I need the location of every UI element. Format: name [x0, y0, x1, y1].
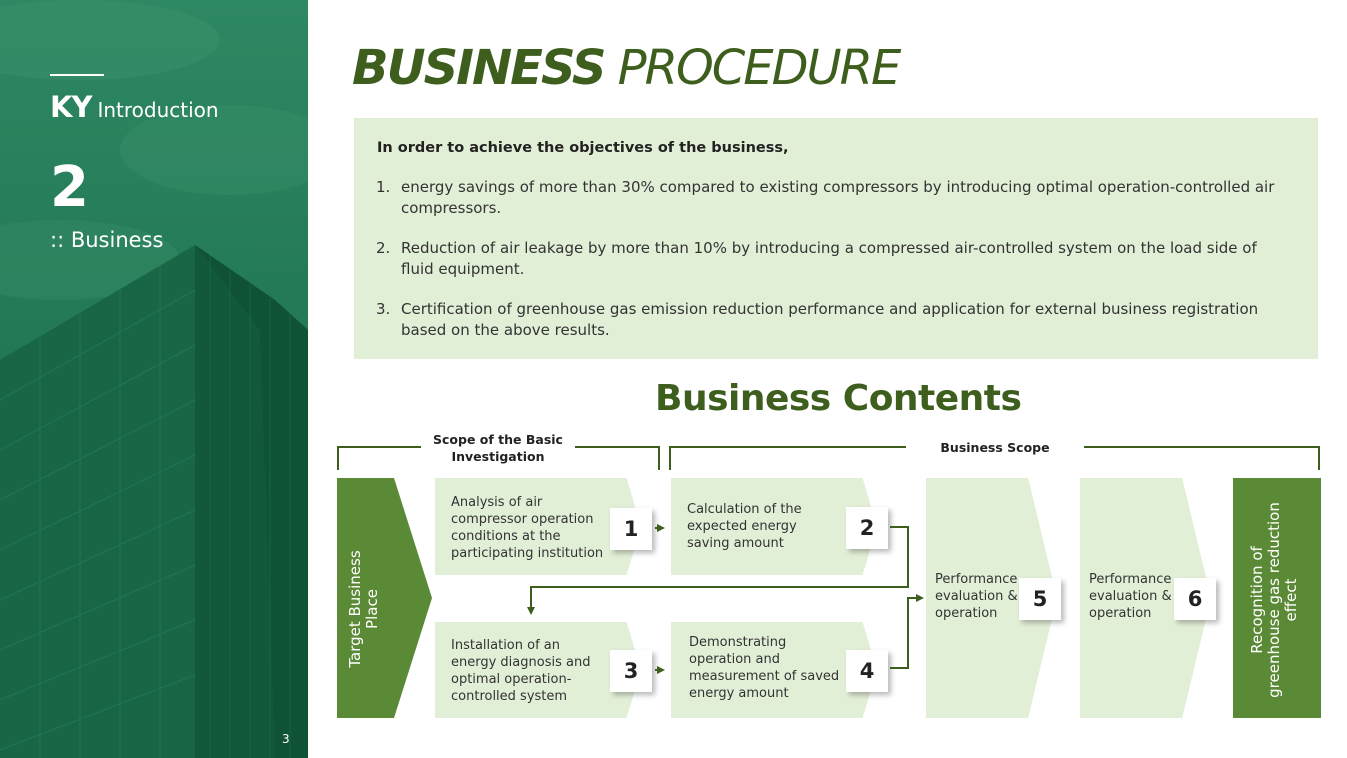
section-label: :: Business — [50, 228, 164, 252]
step-3-badge: 3 — [610, 650, 652, 692]
step-2-badge: 2 — [846, 507, 888, 549]
objective-text: Reduction of air leakage by more than 10… — [401, 239, 1257, 278]
step-1-text: Analysis of air compressor operation con… — [451, 495, 604, 561]
step-5-text: Performance evaluation & operation — [935, 572, 1018, 621]
section-number: 2 — [50, 155, 89, 220]
step-1-badge: 1 — [610, 508, 652, 550]
page-title-bold: BUSINESS — [352, 40, 606, 96]
step-3-box — [435, 622, 641, 718]
objective-text: energy savings of more than 30% compared… — [401, 178, 1275, 217]
page-number: 3 — [282, 732, 290, 746]
objectives-box: In order to achieve the objectives of th… — [354, 118, 1318, 359]
step-6-text: Performance evaluation & operation — [1089, 572, 1172, 621]
bracket-basic-left — [337, 446, 421, 448]
objective-item: 2. Reduction of air leakage by more than … — [376, 238, 1286, 280]
brand-logo: KY — [50, 90, 92, 124]
objective-number: 1. — [376, 178, 391, 196]
step-3-text: Installation of an energy diagnosis and … — [451, 638, 591, 704]
step-5-badge: 5 — [1019, 578, 1061, 620]
contents-title: Business Contents — [655, 378, 1022, 419]
bracket-basic-right — [575, 446, 660, 448]
step-6-badge: 6 — [1174, 578, 1216, 620]
bracket-business-left — [669, 446, 906, 448]
scope-basic-label: Scope of the Basic Investigation — [433, 432, 563, 464]
step-2-box — [671, 478, 877, 575]
objective-item: 1. energy savings of more than 30% compar… — [376, 177, 1286, 219]
page-title: BUSINESS PROCEDURE — [352, 40, 902, 96]
building-background-image — [0, 0, 308, 758]
objective-item: 3. Certification of greenhouse gas emissi… — [376, 299, 1286, 341]
step-1-box — [435, 478, 641, 575]
arrow-4-to-5 — [890, 594, 924, 669]
step-4-badge: 4 — [846, 650, 888, 692]
page-title-rest: PROCEDURE — [617, 40, 902, 96]
bracket-basic-left-tick — [337, 446, 339, 470]
brand-subtitle: Introduction — [97, 98, 219, 122]
objectives-lead: In order to achieve the objectives of th… — [377, 140, 789, 156]
bracket-business-right — [1084, 446, 1320, 448]
left-divider — [50, 74, 104, 76]
step-4-box — [671, 622, 877, 718]
step-4-text: Demonstrating operation and measurement … — [689, 635, 840, 701]
objective-number: 2. — [376, 239, 391, 257]
arrow-2-to-3 — [527, 526, 909, 615]
result-box — [1233, 478, 1321, 718]
step-2-text: Calculation of the expected energy savin… — [687, 502, 802, 551]
bracket-business-right-tick — [1318, 446, 1320, 470]
objective-text: Certification of greenhouse gas emission… — [401, 300, 1259, 339]
objective-number: 3. — [376, 300, 391, 318]
scope-business-label: Business Scope — [940, 440, 1050, 455]
bracket-basic-right-tick — [658, 446, 660, 470]
bracket-business-left-tick — [669, 446, 671, 470]
